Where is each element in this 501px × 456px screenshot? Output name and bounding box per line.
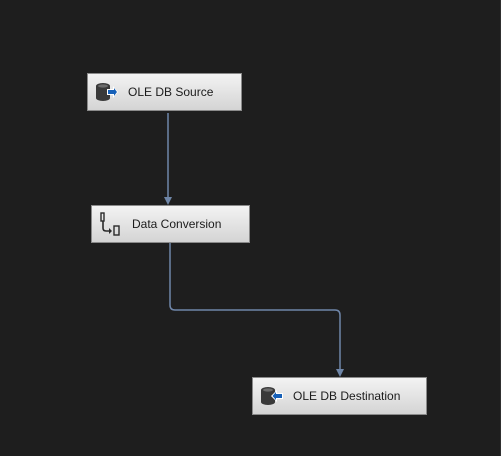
flow-arrow-source-to-conversion [164, 197, 172, 205]
ole-db-source-label: OLE DB Source [128, 85, 214, 99]
data-conversion-icon [98, 212, 122, 236]
ole-db-destination-label: OLE DB Destination [293, 389, 401, 403]
ole-db-source-icon [94, 80, 118, 104]
flow-arrow-conversion-to-destination [336, 369, 344, 377]
ole-db-destination-icon [259, 384, 283, 408]
flow-path-conversion-to-destination[interactable] [169, 243, 341, 370]
ole-db-destination-component[interactable]: OLE DB Destination [252, 377, 427, 415]
data-conversion-label: Data Conversion [132, 217, 222, 231]
data-conversion-component[interactable]: Data Conversion [91, 205, 250, 243]
ole-db-source-component[interactable]: OLE DB Source [87, 73, 242, 111]
